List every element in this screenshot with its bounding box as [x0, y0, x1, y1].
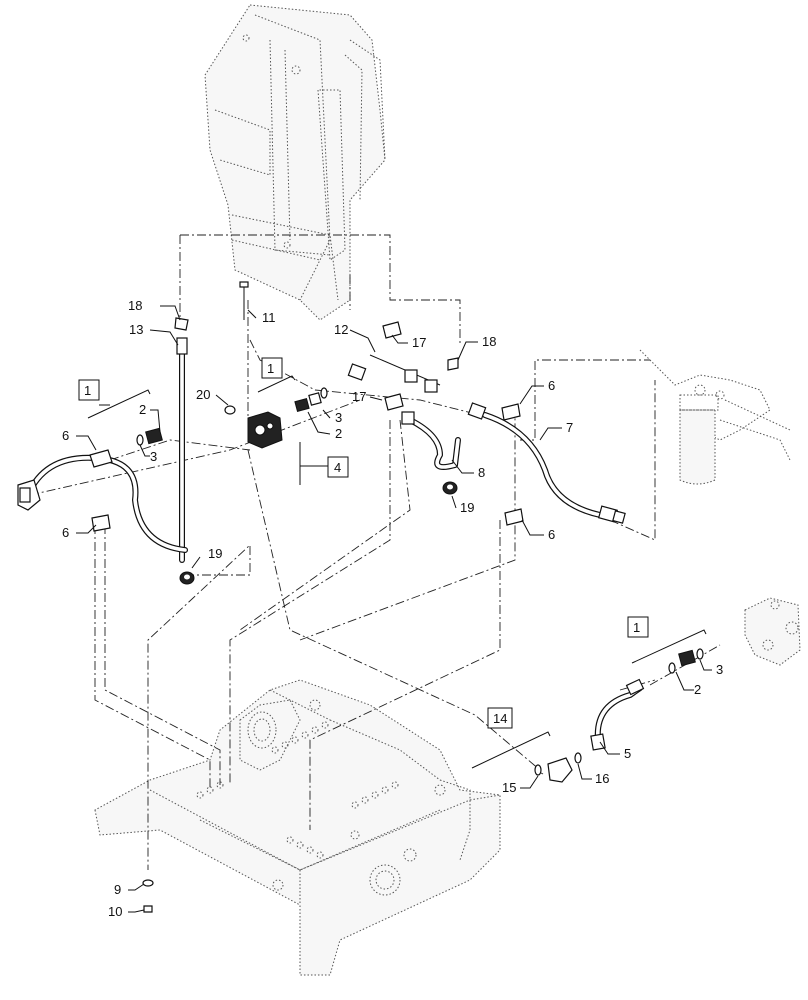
- callout-18-left: 18: [128, 298, 142, 313]
- grommets: [179, 481, 458, 585]
- callout-1-right: 1: [633, 620, 640, 635]
- callout-6-upper-left: 6: [62, 428, 69, 443]
- callout-3-left: 3: [150, 449, 157, 464]
- box-4: [327, 456, 349, 478]
- callout-3-center: 3: [335, 410, 342, 425]
- hose-assembly-right: [534, 648, 704, 783]
- callout-2-left: 2: [139, 402, 146, 417]
- ghost-filter-assembly: [639, 349, 791, 485]
- ghost-control-valve: [744, 597, 801, 666]
- valve-block-20: [224, 405, 283, 449]
- callout-7: 7: [566, 420, 573, 435]
- callout-19-left: 19: [208, 546, 222, 561]
- callout-11: 11: [262, 310, 276, 325]
- routing-lines: [29, 234, 721, 870]
- callout-18-right: 18: [482, 334, 496, 349]
- callout-10: 10: [108, 904, 122, 919]
- callout-4: 4: [334, 460, 341, 475]
- assembly-brackets: [78, 357, 707, 769]
- callout-17-lower: 17: [352, 389, 366, 404]
- ghost-chassis-frame: [94, 679, 501, 976]
- tube-12: [347, 354, 441, 393]
- callout-16: 16: [595, 771, 609, 786]
- callout-14: 14: [493, 711, 507, 726]
- callout-8: 8: [478, 465, 485, 480]
- callout-6-lower-right: 6: [548, 527, 555, 542]
- callout-19-right: 19: [460, 500, 474, 515]
- box-1-left: [78, 379, 100, 401]
- clamps: [89, 317, 524, 532]
- callout-3-right: 3: [716, 662, 723, 677]
- bolt-11: [239, 281, 249, 320]
- callout-1-left: 1: [84, 383, 91, 398]
- box-14: [487, 707, 513, 729]
- callout-leaders: [76, 305, 712, 913]
- box-1-center: [261, 357, 283, 379]
- callout-1-center: 1: [267, 361, 274, 376]
- hose-13: [176, 337, 188, 563]
- hose-assembly-left: [17, 454, 188, 553]
- callout-5: 5: [624, 746, 631, 761]
- callout-17-upper: 17: [412, 335, 426, 350]
- callout-6-lower-left: 6: [62, 525, 69, 540]
- ghost-bolt-rows: [196, 721, 399, 859]
- fittings-center: [136, 387, 328, 446]
- ghost-upper-tower: [204, 4, 386, 321]
- callout-labels: 1 1 1 2 2 2 3 3 3 4 5 6 6 6 6 7 8 9 10 1…: [62, 298, 723, 919]
- callout-20: 20: [196, 387, 210, 402]
- callout-2-right: 2: [694, 682, 701, 697]
- box-1-right: [627, 616, 649, 638]
- callout-6-upper-right: 6: [548, 378, 555, 393]
- callout-2-center: 2: [335, 426, 342, 441]
- callout-9: 9: [114, 882, 121, 897]
- callout-13: 13: [129, 322, 143, 337]
- hardware-9-10: [142, 879, 154, 913]
- callout-12: 12: [334, 322, 348, 337]
- callout-15: 15: [502, 780, 516, 795]
- hose-7: [467, 402, 626, 524]
- hose-8: [401, 411, 461, 470]
